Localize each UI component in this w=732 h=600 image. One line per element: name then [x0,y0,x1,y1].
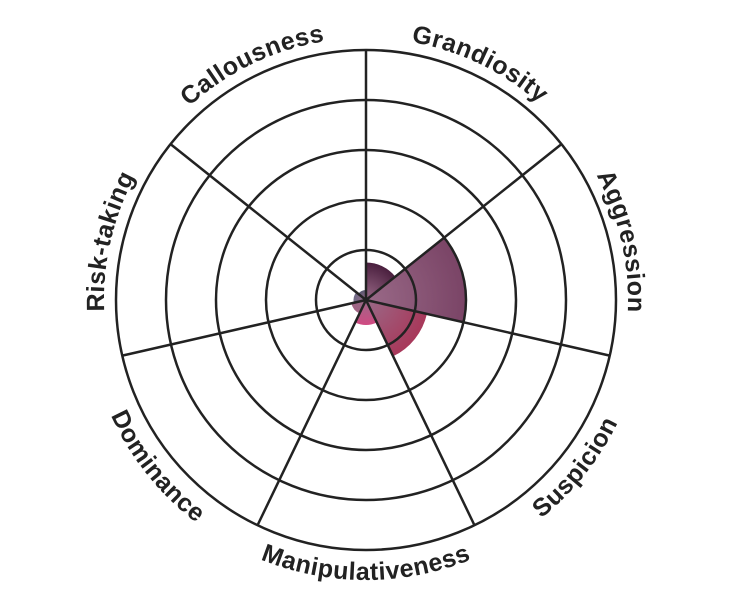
wedge-suspicion [366,300,427,357]
grid-spoke [364,299,476,526]
grid-spoke [169,143,367,301]
wedge-aggression [366,237,466,323]
label-manipulativeness: Manipulativeness [258,539,474,586]
wedge-grandiosity [366,262,396,300]
label-aggression: Aggression [591,165,650,313]
grid-spoke [256,299,368,526]
grid-spoke [121,298,367,357]
grid-spoke [365,143,563,301]
wedge-manipulativeness [355,300,377,326]
label-callousness: Callousness [175,19,326,111]
label-suspicion: Suspicion [527,412,623,523]
label-grandiosity: Grandiosity [410,20,554,108]
grid-spoke [365,298,611,357]
grid [114,48,618,552]
label-dominance: Dominance [105,406,210,528]
label-risk-taking: Risk-taking [82,166,140,311]
wedges [351,237,466,357]
